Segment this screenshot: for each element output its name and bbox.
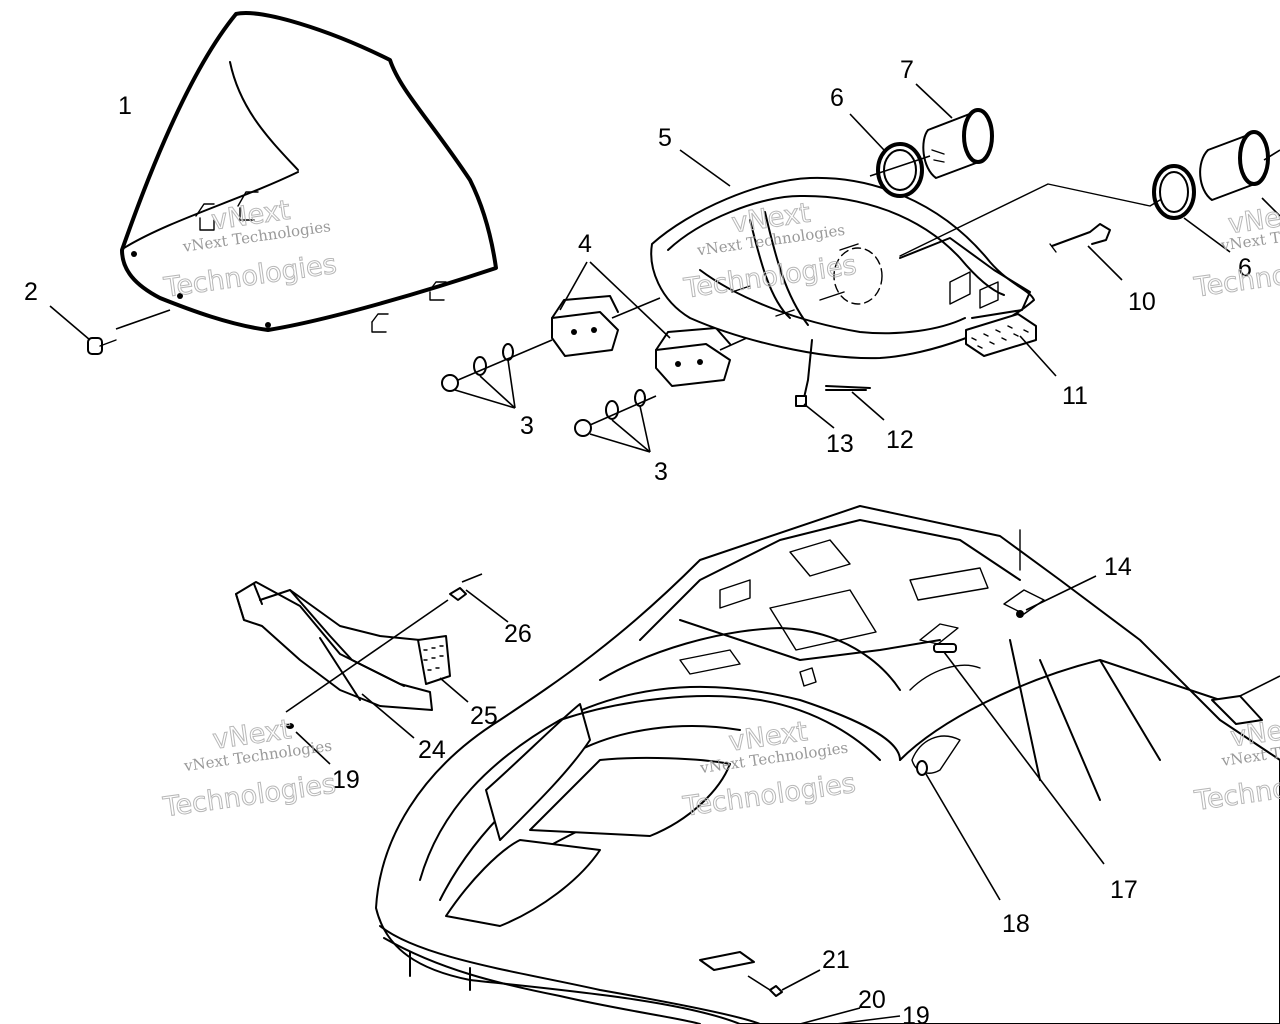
bracket-right [655,327,731,387]
svg-text:Technologies: Technologies [1192,249,1280,304]
callout-1: 1 [118,92,132,120]
callout-18: 18 [1002,910,1030,938]
svg-text:Technologies: Technologies [161,768,338,823]
instrument-pod [650,149,1035,360]
callout-13: 13 [826,430,854,458]
callout-25: 25 [470,702,498,730]
windshield-bolt [49,305,171,355]
hood-fastener-18 [916,760,1001,901]
callout-17: 17 [1110,876,1138,904]
hood [375,505,1280,1024]
callout-26: 26 [504,620,532,648]
gauge-bezel-ring-left [849,113,924,198]
callout-labels: 1 2 3 3 4 5 6 6 7 10 11 12 13 14 17 18 1… [24,56,1252,1024]
side-panel-bracket [235,581,433,711]
callout-12: 12 [886,426,914,454]
callout-19-bottom: 19 [902,1002,930,1024]
windshield [120,11,498,333]
callout-6-left: 6 [830,84,844,112]
callout-14: 14 [1104,553,1132,581]
gauge-left [915,83,994,179]
pod-strap [795,339,835,429]
push-rivet-21 [747,969,821,997]
callout-11: 11 [1062,382,1088,410]
gauge-bezel-ring-right [1152,164,1231,253]
watermark-top-left: vNext vNext Technologies Technologies [161,194,339,304]
foam-pad [965,313,1057,377]
callout-3-upper: 3 [520,412,534,440]
watermark-bottom-left: vNext vNext Technologies Technologies [160,714,338,824]
push-rivet-19-left [286,723,331,765]
push-rivet-26 [449,573,509,623]
callout-2: 2 [24,278,38,306]
hood-fastener-14 [1016,575,1097,618]
callout-21: 21 [822,946,850,974]
callout-20: 20 [858,986,886,1014]
gauge-right [1199,130,1280,217]
cotter-pin [825,385,885,421]
switch-clip [1049,223,1123,281]
callout-10: 10 [1128,288,1156,316]
hardware-set-upper [441,339,553,409]
watermark-top-right: vNext vNext Technologies Technologies [1191,198,1280,304]
hood-side-bracket [1211,675,1280,725]
svg-text:Technologies: Technologies [161,249,338,304]
hardware-set-lower [574,389,657,453]
callout-24: 24 [418,736,446,764]
callout-7: 7 [900,56,914,84]
wiring-harness [899,183,1161,257]
callout-6-right: 6 [1238,254,1252,282]
callout-19-left: 19 [332,766,360,794]
hood-latch-17 [933,643,1105,865]
callout-5: 5 [658,124,672,152]
bracket-left [551,295,619,357]
callout-4: 4 [578,230,592,258]
rubber-pad [417,635,469,703]
callout-3-lower: 3 [654,458,668,486]
